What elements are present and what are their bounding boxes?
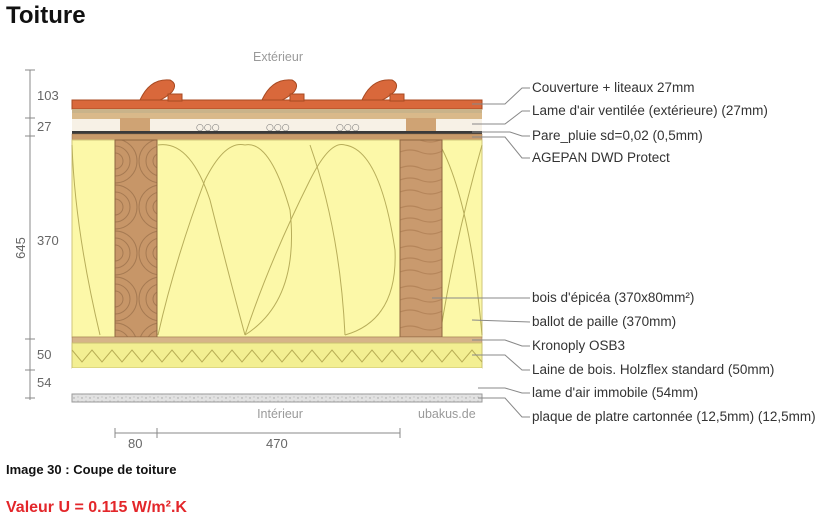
plasterboard <box>71 393 483 403</box>
interior-label: Intérieur <box>257 407 303 421</box>
still-air-layer <box>72 368 482 394</box>
thickness-dimension-chain <box>25 69 35 400</box>
figure-caption: Image 30 : Coupe de toiture <box>6 462 177 477</box>
layer-label-covering: Couverture + liteaux 27mm <box>532 80 694 95</box>
thickness-wood-wool: 50 <box>37 347 51 362</box>
layer-label-agepan: AGEPAN DWD Protect <box>532 150 670 165</box>
spruce-rafter-right <box>399 139 443 338</box>
ventilated-air-gap: ○○○ ○○○ ○○○ <box>72 113 482 133</box>
page-title: Toiture <box>6 2 86 29</box>
width-dimension-chain <box>114 428 401 438</box>
width-rafter: 80 <box>128 436 142 451</box>
layer-label-spruce: bois d'épicéa (370x80mm²) <box>532 290 694 305</box>
leader-lines <box>432 87 531 418</box>
u-value: Valeur U = 0.115 W/m².K <box>6 499 187 516</box>
exterior-label: Extérieur <box>253 50 303 64</box>
spruce-rafter-left <box>114 139 158 338</box>
osb-board <box>71 336 483 344</box>
layer-label-plasterboard: plaque de platre cartonnée (12,5mm) (12,… <box>532 409 816 424</box>
roof-tiles <box>71 79 483 113</box>
total-thickness: 645 <box>13 237 28 259</box>
thickness-air-gap: 27 <box>37 119 51 134</box>
wood-wool-insulation <box>71 342 483 369</box>
layer-label-osb: Kronoply OSB3 <box>532 338 625 353</box>
layer-label-still-air: lame d'air immobile (54mm) <box>532 385 698 400</box>
svg-text:○○○: ○○○ <box>336 123 360 133</box>
layer-label-wood-wool: Laine de bois. Holzflex standard (50mm) <box>532 362 774 377</box>
layer-label-straw: ballot de paille (370mm) <box>532 314 676 329</box>
thickness-still-air: 54 <box>37 375 51 390</box>
thickness-straw: 370 <box>37 233 59 248</box>
thickness-covering: 103 <box>37 88 59 103</box>
agepan-board <box>71 133 483 141</box>
source-label: ubakus.de <box>418 407 476 421</box>
svg-text:○○○: ○○○ <box>196 123 220 133</box>
layer-label-rain-barrier: Pare_pluie sd=0,02 (0,5mm) <box>532 128 703 143</box>
layer-label-ventilated-air: Lame d'air ventilée (extérieure) (27mm) <box>532 103 768 118</box>
width-bay: 470 <box>266 436 288 451</box>
rain-barrier <box>72 131 482 134</box>
svg-text:○○○: ○○○ <box>266 123 290 133</box>
